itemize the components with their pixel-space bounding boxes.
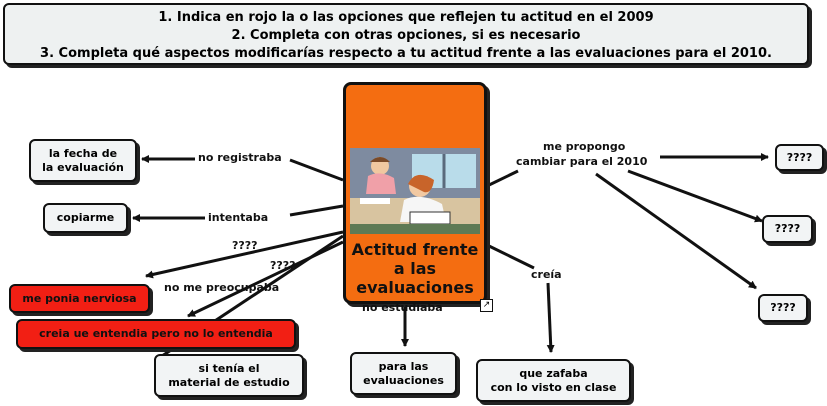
concept-r3-label: ???? xyxy=(770,301,796,314)
arrow-to-r2 xyxy=(627,169,763,223)
central-concept: Actitud frente a las evaluaciones xyxy=(343,82,487,304)
concept-r2[interactable]: ???? xyxy=(762,215,813,243)
arrow-to-zafaba xyxy=(546,282,555,353)
link-creia-line xyxy=(486,243,535,270)
link-no-registraba-line xyxy=(289,158,344,182)
concept-nerviosa-label: me ponia nerviosa xyxy=(22,291,137,305)
concept-para-line1: para las xyxy=(378,359,429,373)
concept-fecha-evaluacion[interactable]: la fecha de la evaluación xyxy=(29,139,137,182)
concept-zafaba-line2: con lo visto en clase xyxy=(490,380,617,394)
concept-r1[interactable]: ???? xyxy=(775,144,824,171)
instruction-3: 3. Completa qué aspectos modificarías re… xyxy=(40,46,772,61)
concept-r2-label: ???? xyxy=(774,222,801,235)
instruction-1: 1. Indica en rojo la o las opciones que … xyxy=(158,10,654,25)
link-intentaba-line xyxy=(289,204,344,217)
concept-r3[interactable]: ???? xyxy=(758,294,808,322)
link-label-no-estudiaba: no estudiaba xyxy=(362,301,443,314)
concept-fecha-line1: la fecha de xyxy=(48,146,118,160)
concept-fecha-line2: la evaluación xyxy=(42,160,124,174)
link-label-creia: creía xyxy=(531,268,562,281)
link-label-q1: ???? xyxy=(232,239,258,252)
link-label-me-propongo: me propongo xyxy=(543,140,626,153)
concept-zafaba-line1: que zafaba xyxy=(519,366,588,380)
concept-entendia-label: creia ue entendia pero no lo entendia xyxy=(39,327,273,340)
arrow-to-r3 xyxy=(595,172,757,290)
arrow-to-nerviosa xyxy=(145,230,344,279)
link-label-no-registraba: no registraba xyxy=(198,151,282,164)
central-concept-title: Actitud frente a las evaluaciones xyxy=(351,240,479,297)
concept-r1-label: ???? xyxy=(786,150,813,164)
instruction-2: 2. Completa con otras opciones, si es ne… xyxy=(231,28,581,43)
link-propongo-line xyxy=(486,169,519,188)
concept-material-line1: si tenía el xyxy=(198,361,260,375)
link-label-q2: ???? xyxy=(270,259,296,272)
concept-entendia[interactable]: creia ue entendia pero no lo entendia xyxy=(16,319,296,349)
concept-zafaba[interactable]: que zafaba con lo visto en clase xyxy=(476,359,631,402)
link-label-no-me-preocupaba: no me preocupaba xyxy=(164,281,280,294)
instructions-header: 1. Indica en rojo la o las opciones que … xyxy=(3,3,809,65)
concept-material-estudio[interactable]: si tenía el material de estudio xyxy=(154,354,304,397)
concept-para-line2: evaluaciones xyxy=(363,373,444,387)
link-label-intentaba: intentaba xyxy=(208,211,269,224)
students-writing-clipart xyxy=(350,148,480,234)
link-label-cambiar-2010: cambiar para el 2010 xyxy=(516,155,648,168)
concept-copiarme[interactable]: copiarme xyxy=(43,203,128,233)
concept-copiarme-label: copiarme xyxy=(56,211,115,224)
concept-nerviosa[interactable]: me ponia nerviosa xyxy=(9,284,150,313)
concept-material-line2: material de estudio xyxy=(168,375,290,389)
concept-para-evaluaciones[interactable]: para las evaluaciones xyxy=(350,352,457,395)
link-arrow-icon[interactable]: ↗ xyxy=(480,299,493,312)
